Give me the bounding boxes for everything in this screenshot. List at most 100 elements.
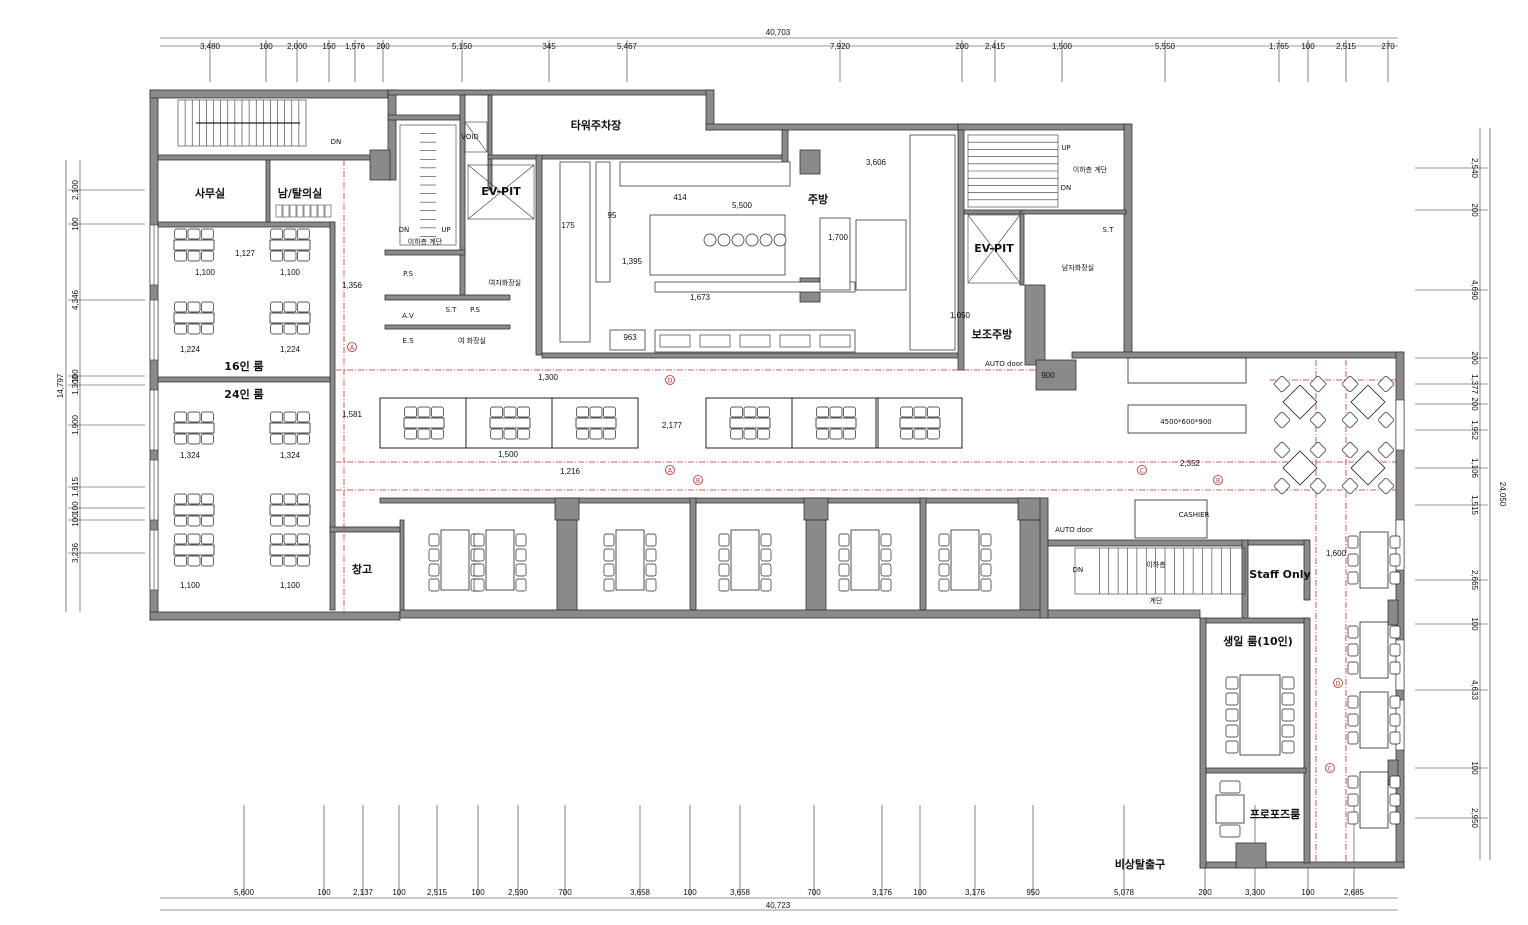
chair xyxy=(913,428,927,440)
dim-label-left: 100 xyxy=(71,369,80,383)
chair xyxy=(1389,625,1401,639)
chair xyxy=(1225,724,1239,738)
stair-right-label: 이하층 계단 xyxy=(1073,165,1108,174)
chair xyxy=(1389,535,1401,549)
interior-dim: 95 xyxy=(608,211,617,220)
dim-label-bottom: 100 xyxy=(1301,888,1315,897)
chair xyxy=(515,563,527,577)
interior-dim: 900 xyxy=(1041,371,1055,380)
locker xyxy=(296,204,304,218)
dining-table xyxy=(1282,384,1318,420)
grid-marker xyxy=(1333,678,1343,688)
chair xyxy=(730,406,744,418)
chair xyxy=(270,301,284,313)
restroom-female-2: 여 화장실 xyxy=(458,336,486,345)
dim-label-left: 3,236 xyxy=(71,542,80,563)
chair xyxy=(1273,375,1291,393)
dim-label-top: 100 xyxy=(1301,42,1315,51)
dim-label-top: 200 xyxy=(955,42,969,51)
chair xyxy=(1347,793,1359,807)
grid-marker xyxy=(1137,465,1147,475)
interior-dim: 1,127 xyxy=(235,249,256,258)
chair xyxy=(200,228,214,240)
dim-label-top: 1,576 xyxy=(345,42,366,51)
chair xyxy=(1309,477,1327,495)
chair xyxy=(283,515,297,527)
interior-dim: 5,500 xyxy=(732,201,753,210)
chair xyxy=(1273,477,1291,495)
chair xyxy=(880,548,892,562)
chair xyxy=(174,250,188,262)
chair xyxy=(283,301,297,313)
dining-table xyxy=(815,417,857,429)
chair xyxy=(296,555,310,567)
restroom-male: 남자화장실 xyxy=(1062,263,1094,272)
dining-table xyxy=(1359,621,1389,679)
chair xyxy=(296,228,310,240)
dim-label-left: 100 xyxy=(71,217,80,231)
chair xyxy=(1389,661,1401,675)
chair xyxy=(1309,375,1327,393)
dining-table xyxy=(440,529,470,591)
chair xyxy=(1225,692,1239,706)
chair xyxy=(1219,824,1241,838)
left-total-dim: 14,797 xyxy=(56,373,65,398)
chair xyxy=(1377,441,1395,459)
dim-label-right: 1,106 xyxy=(1470,458,1479,479)
dining-table xyxy=(1350,450,1386,486)
chair xyxy=(270,493,284,505)
chair xyxy=(829,406,843,418)
stair-left-label: 이하층 계단 xyxy=(408,237,443,246)
chair xyxy=(174,411,188,423)
interior-dim: 1,324 xyxy=(280,451,301,460)
chair xyxy=(417,406,431,418)
left-dimension-line: 14,797 2,1001004,3461001,3001,9001001,61… xyxy=(56,160,145,612)
right-total-dim: 24,050 xyxy=(1498,482,1507,507)
dining-table xyxy=(850,529,880,591)
chair xyxy=(187,411,201,423)
dim-label-left: 100 xyxy=(71,513,80,527)
chair xyxy=(200,533,214,545)
window xyxy=(1395,399,1405,451)
chair xyxy=(1347,713,1359,727)
interior-dim: 1,673 xyxy=(690,293,711,302)
chair xyxy=(1347,695,1359,709)
dim-label-bottom: 2,590 xyxy=(508,888,529,897)
chair xyxy=(428,548,440,562)
chair xyxy=(1377,411,1395,429)
booth xyxy=(875,397,963,449)
interior-dim: 1,581 xyxy=(342,410,363,419)
chair xyxy=(1309,441,1327,459)
chair xyxy=(270,555,284,567)
chair xyxy=(283,228,297,240)
chair xyxy=(1389,713,1401,727)
locker xyxy=(289,204,297,218)
chair xyxy=(516,406,530,418)
chair xyxy=(1225,676,1239,690)
room-labels: 사무실 남/탈의실 16인 룸 24인 룸 창고 타워주차장 주방 보조주방 E… xyxy=(195,118,1311,871)
grid-marker xyxy=(665,375,675,385)
dim-label-right: 1,952 xyxy=(1470,420,1479,441)
interior-dim: 1,224 xyxy=(180,345,201,354)
chair xyxy=(589,406,603,418)
ev-pit-right-label: EV-PIT xyxy=(974,242,1014,255)
chair xyxy=(645,548,657,562)
dining-table xyxy=(269,504,311,516)
dining-table xyxy=(950,529,980,591)
dim-label-right: 1,377 xyxy=(1470,374,1479,395)
dim-label-right: 100 xyxy=(1470,761,1479,775)
chair xyxy=(1225,708,1239,722)
chair xyxy=(1281,724,1295,738)
chair xyxy=(187,301,201,313)
dim-label-bottom: 2,137 xyxy=(353,888,374,897)
dim-label-right: 2,540 xyxy=(1470,158,1479,179)
chair xyxy=(756,406,770,418)
chair xyxy=(718,533,730,547)
dim-label-bottom: 2,515 xyxy=(427,888,448,897)
dim-label-top: 345 xyxy=(542,42,556,51)
auto-door-1: AUTO door xyxy=(985,360,1023,368)
chair xyxy=(490,428,504,440)
chair xyxy=(718,578,730,592)
